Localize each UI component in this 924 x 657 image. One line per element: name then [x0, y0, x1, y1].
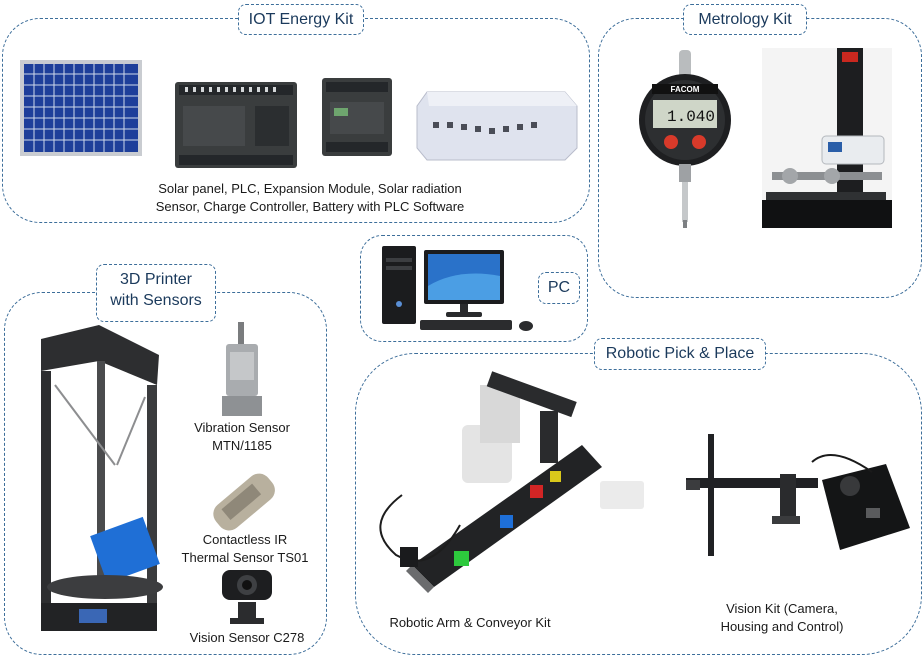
gauge-reading-text: 1.040 — [667, 108, 715, 126]
thermal-sensor-line1: Contactless IR — [202, 532, 288, 547]
printer-title-line1: 3D Printer — [119, 271, 193, 288]
webcam-image — [222, 570, 272, 624]
pc-group — [360, 235, 588, 342]
metrology-kit-label: Metrology Kit — [683, 4, 807, 35]
robotic-label: Robotic Pick & Place — [594, 338, 766, 370]
vibration-sensor-line2: MTN/1185 — [212, 437, 272, 453]
vision-kit-caption: Vision Kit (Camera, Housing and Control) — [696, 600, 868, 635]
pc-title: PC — [547, 279, 571, 296]
solar-panel-image — [20, 60, 142, 156]
thermal-sensor-caption: Contactless IR Thermal Sensor TS01 — [172, 531, 318, 566]
robotic-arm-caption: Robotic Arm & Conveyor Kit — [370, 614, 570, 632]
pc-label: PC — [538, 272, 580, 304]
printer-label: 3D Printer with Sensors — [96, 264, 216, 322]
vibration-sensor-caption: Vibration Sensor MTN/1185 — [172, 419, 312, 454]
vision-sensor-caption: Vision Sensor C278 — [172, 629, 322, 647]
solar-radiation-sensor-image — [416, 91, 578, 161]
vibration-sensor-line1: Vibration Sensor — [194, 420, 290, 435]
pc-image — [382, 246, 533, 331]
robotic-title: Robotic Pick & Place — [605, 345, 755, 362]
robotic-arm-conveyor-image — [379, 371, 644, 593]
vibration-sensor-image — [222, 322, 262, 416]
vision-kit-line2: Housing and Control) — [720, 618, 844, 634]
iot-caption-line1: Solar panel, PLC, Expansion Module, Sola… — [158, 181, 462, 196]
vision-kit-image — [686, 434, 910, 556]
robotic-arm-text: Robotic Arm & Conveyor Kit — [389, 615, 551, 630]
height-gauge-image — [762, 48, 892, 228]
dial-gauge-image: FACOM 1.040 — [639, 50, 731, 228]
printer-title-line2: with Sensors — [110, 292, 202, 310]
expansion-module-image — [322, 78, 392, 156]
vision-kit-line1: Vision Kit (Camera, — [726, 601, 838, 616]
metrology-kit-title: Metrology Kit — [698, 11, 792, 28]
thermal-sensor-line2: Thermal Sensor TS01 — [181, 549, 309, 565]
vision-sensor-text: Vision Sensor C278 — [189, 630, 305, 645]
ir-thermal-sensor-image — [213, 473, 275, 531]
iot-caption: Solar panel, PLC, Expansion Module, Sola… — [110, 180, 510, 215]
iot-energy-kit-title: IOT Energy Kit — [248, 11, 354, 28]
iot-caption-line2: Sensor, Charge Controller, Battery with … — [155, 198, 465, 214]
plc-image — [175, 82, 297, 168]
iot-energy-kit-label: IOT Energy Kit — [238, 4, 364, 35]
gauge-brand-text: FACOM — [671, 85, 700, 94]
3d-printer-image — [41, 325, 163, 631]
